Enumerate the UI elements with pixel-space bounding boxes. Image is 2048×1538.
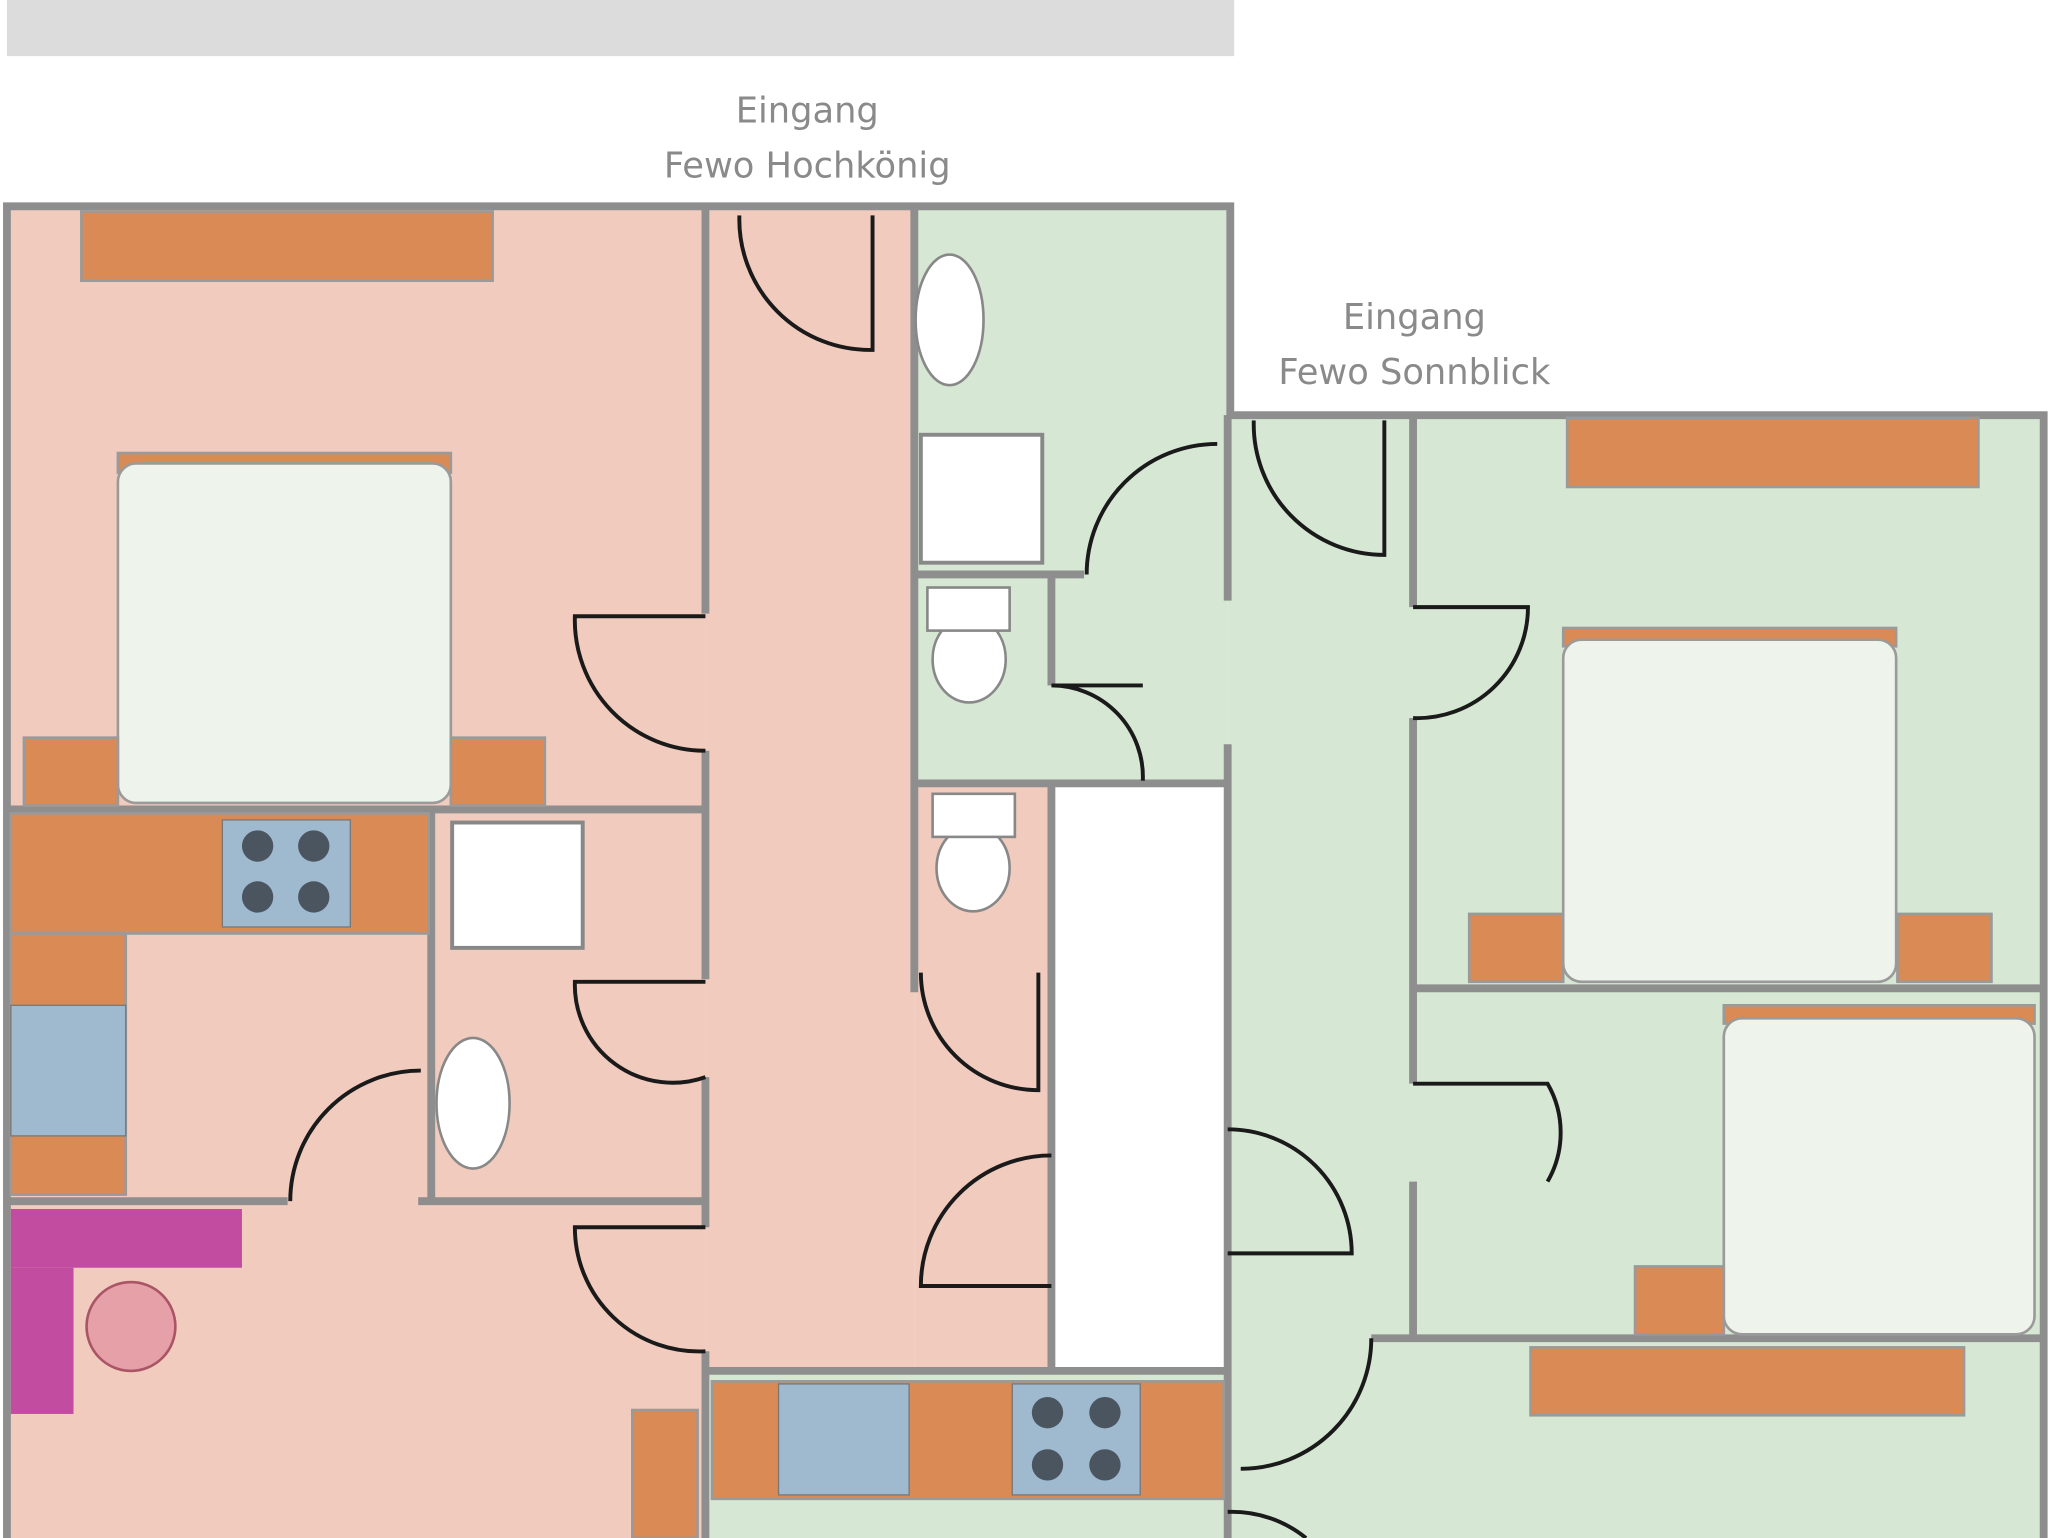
shower xyxy=(450,820,585,950)
walls xyxy=(3,202,2048,1538)
stool xyxy=(85,1280,177,1373)
furniture xyxy=(9,210,2036,1538)
entrance-label-sonnblick: Eingang Fewo Sonnblick xyxy=(1278,297,1551,393)
entrance-label-line1: Eingang xyxy=(1343,297,1486,338)
entrance-label-line2: Fewo Sonnblick xyxy=(1278,352,1551,393)
doors xyxy=(288,215,1563,1538)
kitchen-counter xyxy=(9,812,430,935)
washbasin xyxy=(435,1036,511,1170)
entrance-label-line2: Fewo Hochkönig xyxy=(664,146,951,187)
desk xyxy=(10,1208,242,1268)
header-bar xyxy=(6,0,1235,57)
stove xyxy=(221,819,351,928)
bed xyxy=(116,462,453,805)
entrance-label-line1: Eingang xyxy=(736,91,879,132)
sink xyxy=(10,1004,127,1137)
wardrobe xyxy=(80,210,494,283)
entrance-label-hochkoenig: Eingang Fewo Hochkönig xyxy=(664,91,951,187)
